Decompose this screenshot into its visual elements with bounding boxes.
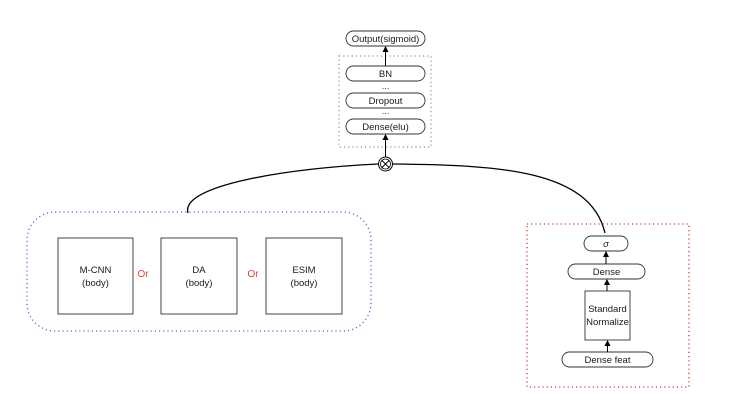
left-curve-to-merge (187, 163, 379, 214)
mcnn-body-box: M-CNN (body) (57, 237, 134, 315)
normalize-line1: Standard (588, 304, 627, 315)
bn-node: BN (345, 65, 426, 82)
circled-times-icon (378, 156, 393, 172)
sigma-label: σ (603, 239, 610, 250)
normalize-line2: Normalize (586, 317, 629, 328)
right-curve-to-merge (392, 163, 606, 234)
mcnn-line2: (body) (82, 278, 109, 289)
dense-label: Dense (593, 267, 620, 278)
ellipsis-1: ... (382, 81, 390, 91)
da-line2: (body) (186, 278, 213, 289)
dense-feat-node: Dense feat (561, 351, 654, 368)
esim-line2: (body) (291, 278, 318, 289)
da-body-box: DA (body) (160, 237, 238, 315)
da-line1: DA (192, 265, 206, 276)
dropout-label: Dropout (369, 96, 403, 107)
output-sigmoid-label: Output(sigmoid) (352, 34, 420, 45)
dense-elu-label: Dense(elu) (362, 122, 408, 133)
feature-group-dotted-border (526, 223, 690, 388)
mcnn-line1: M-CNN (80, 265, 112, 276)
sigma-node: σ (583, 235, 629, 252)
dropout-node: Dropout (345, 92, 426, 109)
or-label-2: Or (247, 269, 259, 280)
standard-normalize-node: Standard Normalize (584, 290, 631, 341)
esim-body-box: ESIM (body) (265, 237, 343, 315)
bn-label: BN (379, 69, 392, 80)
dense-node: Dense (567, 263, 646, 280)
ellipsis-2: ... (382, 106, 390, 116)
body-group-dotted-border (26, 211, 372, 332)
output-sigmoid-node: Output(sigmoid) (345, 30, 426, 47)
or-label-1: Or (137, 269, 149, 280)
esim-line1: ESIM (292, 265, 315, 276)
dense-elu-node: Dense(elu) (345, 118, 426, 135)
dense-feat-label: Dense feat (585, 355, 631, 366)
